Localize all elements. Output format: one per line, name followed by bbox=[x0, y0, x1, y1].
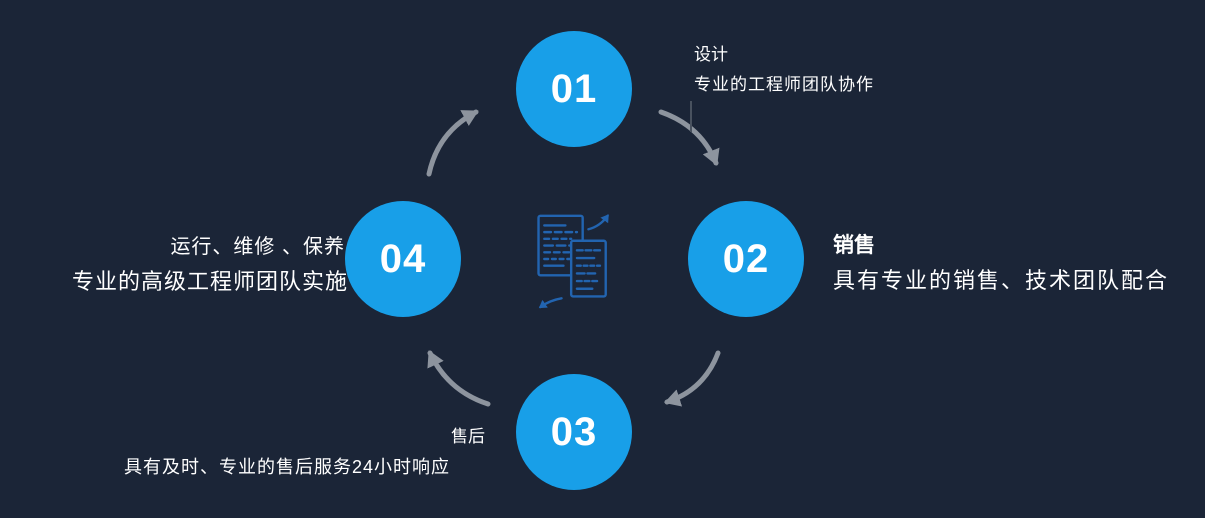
step-circle-2: 02 bbox=[688, 201, 804, 317]
arrow-02-to-03-icon bbox=[664, 350, 721, 407]
divider-line bbox=[690, 101, 692, 132]
code-document-icon bbox=[537, 214, 609, 309]
step-circle-3: 03 bbox=[516, 374, 632, 490]
arrow-03-to-04-icon bbox=[427, 350, 491, 407]
step2-desc: 具有专业的销售、技术团队配合 bbox=[833, 268, 1170, 293]
step-circle-1: 01 bbox=[516, 31, 632, 147]
step-number-4: 04 bbox=[379, 236, 427, 281]
step1-desc: 专业的工程师团队协作 bbox=[694, 75, 874, 94]
step3-desc: 具有及时、专业的售后服务24小时响应 bbox=[124, 457, 451, 477]
step4-desc: 专业的高级工程师团队实施 bbox=[71, 269, 348, 294]
arrow-01-to-02-icon bbox=[658, 109, 720, 166]
step-circle-4: 04 bbox=[345, 201, 461, 317]
step1-title: 设计 bbox=[694, 45, 728, 64]
step-number-3: 03 bbox=[550, 409, 598, 454]
step2-title: 销售 bbox=[833, 234, 875, 257]
step-number-2: 02 bbox=[722, 236, 770, 281]
step-number-1: 01 bbox=[550, 66, 598, 111]
arrow-04-to-01-icon bbox=[426, 109, 479, 177]
step3-title: 售后 bbox=[451, 427, 485, 446]
step4-title: 运行、维修 、保养 bbox=[170, 236, 345, 258]
